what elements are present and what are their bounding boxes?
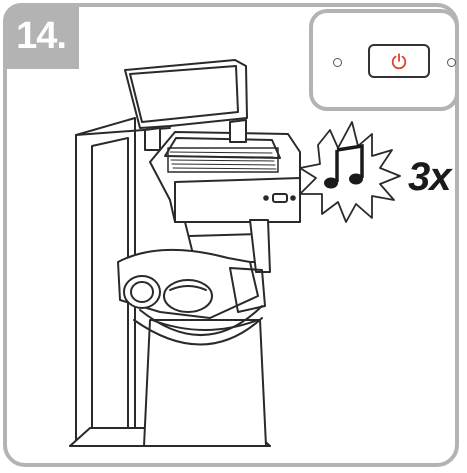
indicator-light-left [333, 58, 342, 67]
power-button[interactable] [368, 44, 430, 78]
beep-count-label: 3x [408, 155, 451, 200]
step-number-badge: 14. [3, 3, 79, 69]
sound-burst-icon [300, 122, 400, 222]
power-icon [390, 52, 408, 70]
control-panel-inset [309, 9, 459, 111]
indicator-light-right [447, 58, 456, 67]
